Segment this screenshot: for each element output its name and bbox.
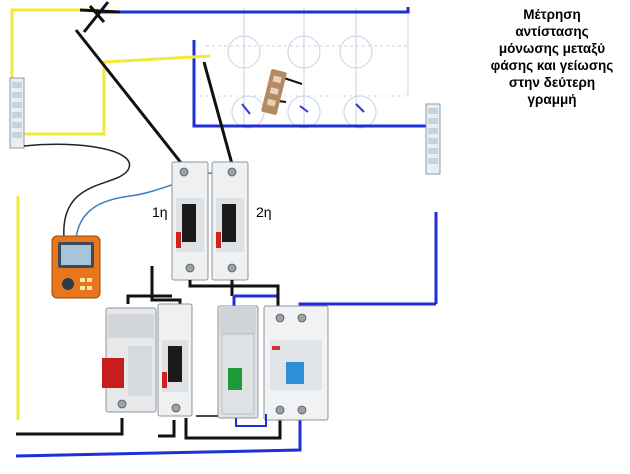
lamp-fixture-sketch [194, 8, 409, 129]
phase-conductor-top [74, 1, 234, 165]
caption-line-5: στην δεύτερη [508, 75, 596, 90]
caption-line-6: γραμμή [527, 92, 577, 107]
caption-line-3: μόνωσης μεταξύ [498, 41, 606, 56]
caption-line-2: αντίστασης [515, 24, 589, 39]
second-breaker-label: 2η [256, 204, 272, 220]
phase-conductor-lower [16, 266, 282, 440]
neutral-conductor-top [98, 7, 432, 128]
left-terminal-strip [9, 77, 25, 149]
first-breaker-label: 1η [152, 204, 168, 220]
terminal-block [261, 69, 287, 115]
mcb-second-line [211, 161, 249, 281]
indicator-lamp-module [217, 305, 259, 419]
earth-conductor [10, 8, 211, 420]
mcb-first-line [171, 161, 209, 281]
lamp-tick-marks [241, 103, 365, 115]
caption-line-4: φάσης και γείωσης [490, 58, 614, 73]
diagram-caption: Μέτρηση αντίστασης μόνωσης μεταξύ φάσης … [476, 6, 628, 108]
residual-current-device [263, 305, 329, 421]
caption-line-1: Μέτρηση [523, 7, 581, 22]
main-mcb [157, 303, 193, 417]
right-terminal-strip [425, 103, 441, 175]
neutral-link-bottom [235, 414, 267, 427]
insulation-tester [51, 235, 101, 299]
main-isolator-switch [102, 307, 157, 413]
